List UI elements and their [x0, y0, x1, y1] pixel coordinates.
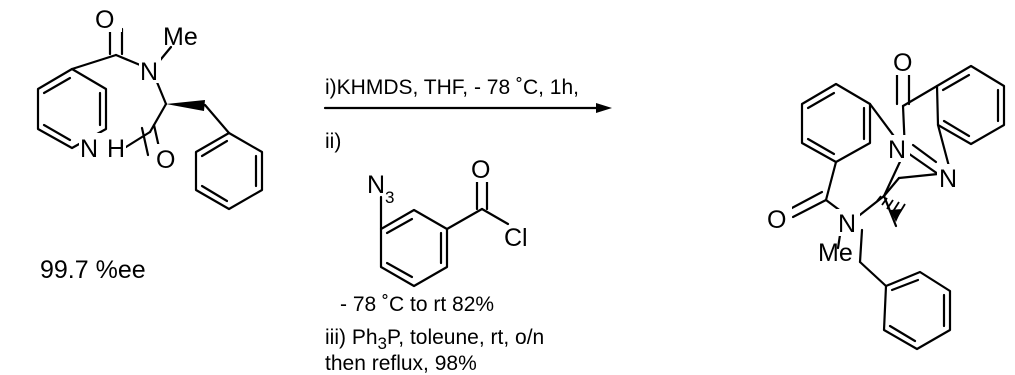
arrow-head: [596, 103, 612, 113]
product-ring-nitrogen: N: [888, 136, 906, 164]
reagent-benzene-ring: [379, 208, 449, 288]
condition-step-3-line2: then reflux, 98%: [325, 352, 477, 375]
condition-step-3: iii) Ph3P, toleune, rt, o/n: [325, 326, 544, 353]
reagent-azide-subscript: 3: [385, 188, 394, 207]
sm-nh-hydrogen: H: [107, 135, 125, 163]
reaction-arrow-block: i)KHMDS, THF, - 78 ˚C, 1h, ii): [323, 76, 612, 153]
reagent-azidobenzoyl-chloride: N 3 O Cl: [367, 155, 528, 288]
product-left-benzene: [800, 82, 872, 164]
sm-nh-nitrogen: N: [80, 135, 98, 163]
sm-amide-oxygen: O: [156, 146, 175, 174]
product-imine-nitrogen: N: [939, 165, 957, 193]
condition-step-1: i)KHMDS, THF, - 78 ˚C, 1h,: [325, 76, 579, 99]
condition-step-2-temp: - 78 ˚C to rt 82%: [340, 293, 494, 316]
benzene-ring-sm: [36, 67, 108, 150]
sm-amide-nitrogen: N: [140, 58, 158, 86]
reagent-carbonyl-oxygen: O: [471, 156, 490, 184]
product: O N N O N Me: [766, 47, 1006, 351]
sm-carbonyl-oxygen: O: [95, 6, 114, 34]
wedge-bond: [166, 100, 205, 111]
reagent-chlorine: Cl: [504, 224, 528, 252]
benzyl-ring-sm: [194, 131, 264, 211]
sm-methyl-label: Me: [163, 23, 198, 51]
product-right-benzene: [935, 64, 1006, 146]
condition-step-2: ii): [325, 130, 341, 153]
starting-material: O N Me N H O 99.7 %ee: [36, 4, 264, 284]
product-carbonyl-oxygen-left: O: [767, 206, 786, 234]
product-amide-nitrogen: N: [838, 210, 856, 238]
product-benzyl-ring: [882, 270, 952, 351]
reagent-azide-n: N: [367, 171, 385, 199]
product-carbonyl-oxygen-top: O: [893, 49, 912, 77]
ee-label: 99.7 %ee: [40, 256, 146, 284]
product-methyl-label: Me: [818, 239, 853, 267]
